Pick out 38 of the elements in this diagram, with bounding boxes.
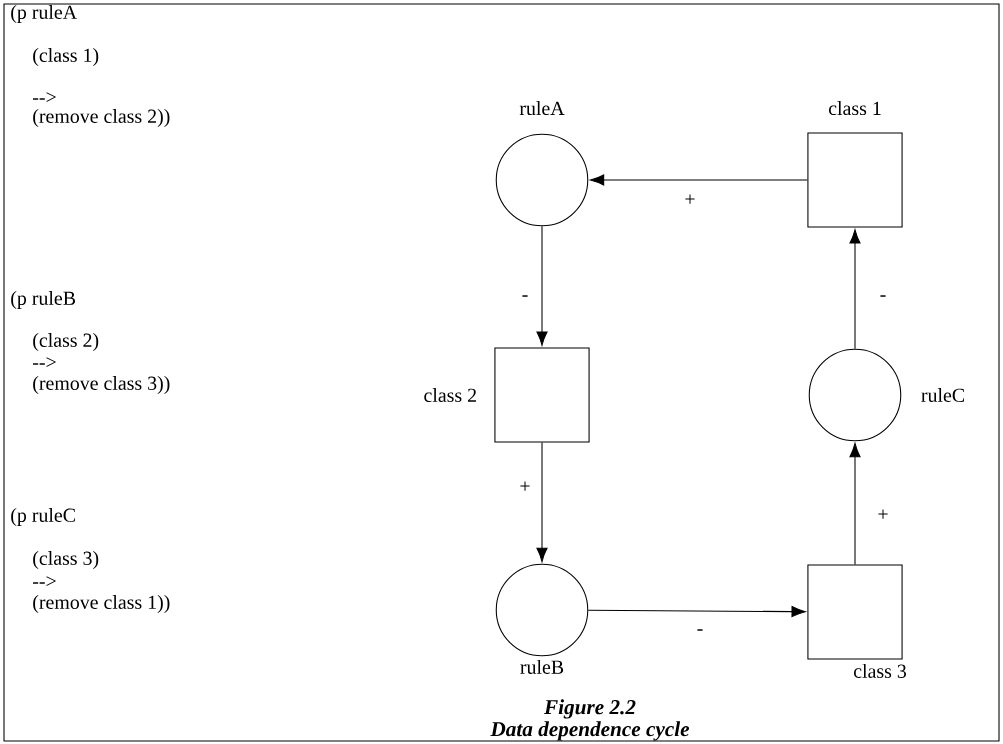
node-label: ruleA [519,101,565,116]
code-line: (p ruleB [11,291,76,309]
code-line: (class 1) [33,48,99,67]
arrow [536,225,548,346]
code-line: (remove class 1)) [33,595,170,613]
arrow [536,442,548,563]
circle-node: ruleB [495,563,589,674]
code-line: (p ruleC [11,508,75,526]
edge-label: - [695,627,705,637]
node-label: ruleB [520,659,564,674]
edge-label: - [520,293,530,303]
circle-node: ruleC [808,348,964,442]
code-line: (p ruleA [11,5,77,24]
square-node: class 2 [424,347,590,443]
node-label: class 3 [853,663,907,678]
code-line: --> [33,92,56,102]
code-line: --> [33,576,56,586]
node-label: class 2 [424,388,476,402]
edge-label: + [518,480,532,494]
code-line: --> [33,357,56,367]
arrow [849,442,861,565]
code-line: (remove class 2)) [33,109,170,128]
node-label: ruleC [921,388,965,402]
square-node: class 3 [807,564,906,678]
square-node: class 1 [807,101,903,228]
arrow [849,229,861,350]
code-line: (class 3) [33,551,99,569]
figure-caption: Data dependence cycle [490,721,690,741]
code-line: (class 2) [33,333,99,351]
edge-label: - [878,293,888,303]
arrow [587,606,806,618]
arrow [589,174,808,186]
circle-node: ruleA [495,101,589,227]
node-label: class 1 [828,101,881,116]
edge-label: + [876,508,890,522]
edge-label: + [683,193,697,207]
figure-number: Figure 2.2 [544,699,636,719]
code-line: (remove class 3)) [33,376,170,394]
